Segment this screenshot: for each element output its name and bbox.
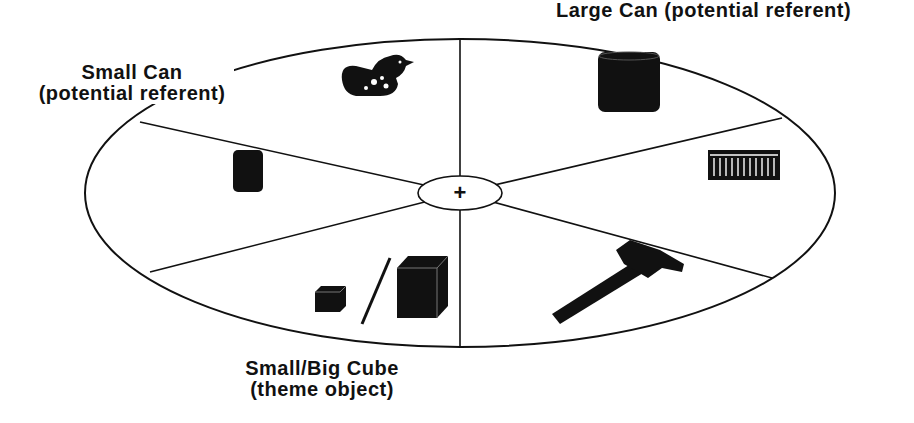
duck-toy [342, 55, 414, 96]
hammer-tool [552, 240, 684, 324]
theme-label: Small/Big Cube (theme object) [233, 358, 412, 400]
center-mark: + [454, 180, 467, 206]
crate-box [708, 150, 780, 180]
cube-options [315, 256, 448, 324]
center-ellipse: + [417, 175, 503, 211]
small-can [233, 150, 263, 192]
referent-label: Small Can (potential referent) [31, 62, 234, 104]
large-can [598, 52, 660, 112]
referent-label: Large Can (potential referent) [554, 0, 853, 21]
sector-lines [140, 39, 782, 347]
